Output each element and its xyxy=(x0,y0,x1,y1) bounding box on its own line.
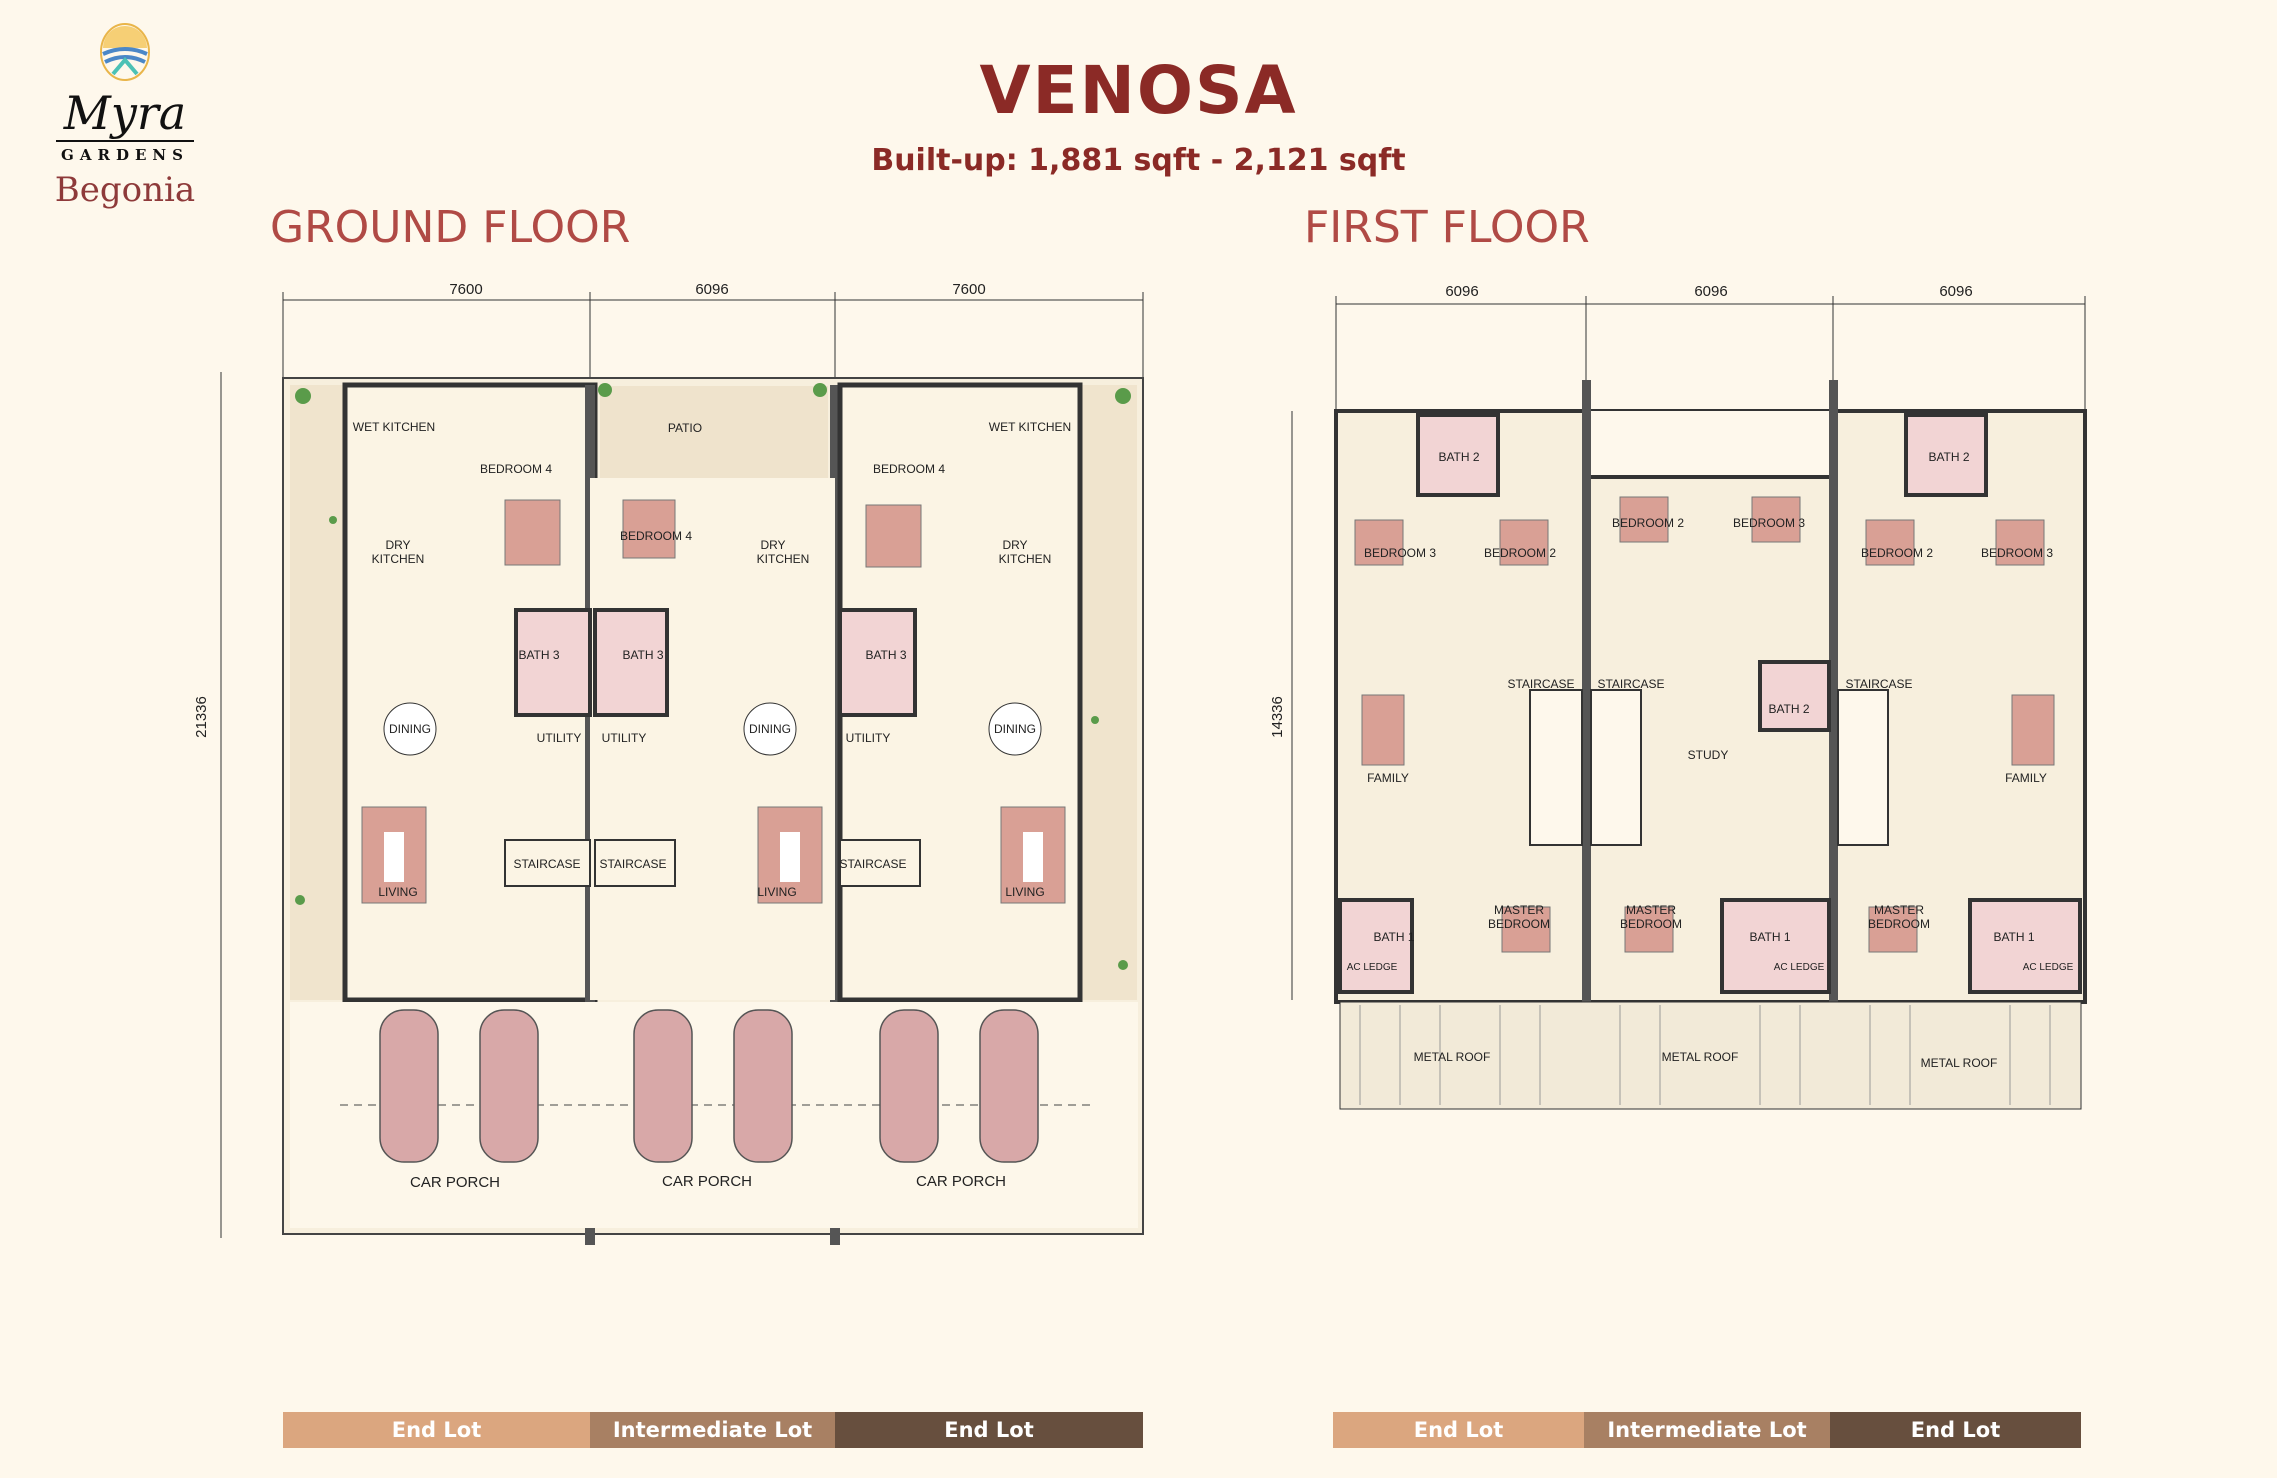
room-label: BEDROOM 2 xyxy=(1484,546,1556,560)
room-label: LIVING xyxy=(1005,885,1044,899)
room-label: WET KITCHEN xyxy=(353,420,435,434)
lot-intermediate: Intermediate Lot xyxy=(590,1412,835,1448)
room-label: DRY xyxy=(385,538,410,552)
room-label: UTILITY xyxy=(846,731,891,745)
ground-floor-lot-legend: End Lot Intermediate Lot End Lot xyxy=(283,1412,1143,1448)
room-label: BEDROOM 3 xyxy=(1981,546,2053,560)
logo-sub-brand: Begonia xyxy=(54,170,196,210)
room-label: METAL ROOF xyxy=(1662,1050,1739,1064)
room-label: STAIRCASE xyxy=(599,857,666,871)
room-label: KITCHEN xyxy=(757,552,810,566)
dim-label: 6096 xyxy=(1939,283,1972,300)
room-label: LIVING xyxy=(757,885,796,899)
dim-label: 21336 xyxy=(193,696,210,738)
room-label: UTILITY xyxy=(602,731,647,745)
room-label: STAIRCASE xyxy=(1507,677,1574,691)
first-floor-lot-legend: End Lot Intermediate Lot End Lot xyxy=(1333,1412,2081,1448)
dim-label: 7600 xyxy=(952,281,985,298)
room-label: AC LEDGE xyxy=(1347,962,1398,973)
logo-tagline: GARDENS xyxy=(61,146,189,164)
room-label: METAL ROOF xyxy=(1414,1050,1491,1064)
room-label: BATH 2 xyxy=(1438,450,1479,464)
room-label: KITCHEN xyxy=(999,552,1052,566)
first-floor-title: FIRST FLOOR xyxy=(1304,202,1590,253)
lot-intermediate: Intermediate Lot xyxy=(1584,1412,1830,1448)
room-label: BATH 2 xyxy=(1768,702,1809,716)
room-label: UTILITY xyxy=(537,731,582,745)
lot-end-left: End Lot xyxy=(283,1412,590,1448)
room-label: BEDROOM 3 xyxy=(1364,546,1436,560)
room-label: METAL ROOF xyxy=(1921,1056,1998,1070)
ground-floor-title: GROUND FLOOR xyxy=(270,202,631,253)
room-label: BEDROOM 2 xyxy=(1861,546,1933,560)
room-label: KITCHEN xyxy=(372,552,425,566)
room-label: BEDROOM xyxy=(1868,917,1930,931)
lot-end-right: End Lot xyxy=(835,1412,1143,1448)
room-label: BEDROOM xyxy=(1488,917,1550,931)
room-label: DRY xyxy=(760,538,785,552)
room-label: DINING xyxy=(389,722,431,736)
room-label: DINING xyxy=(994,722,1036,736)
dim-label: 6096 xyxy=(695,281,728,298)
room-label: FAMILY xyxy=(1367,771,1409,785)
room-label: CAR PORCH xyxy=(916,1173,1006,1190)
lot-end-right: End Lot xyxy=(1830,1412,2081,1448)
room-label: WET KITCHEN xyxy=(989,420,1071,434)
logo-brand: Myra xyxy=(63,86,187,140)
room-label: STAIRCASE xyxy=(839,857,906,871)
first-floor-labels: BATH 2 BEDROOM 3 BEDROOM 2 BEDROOM 2 BED… xyxy=(1347,450,2074,1070)
room-label: BATH 1 xyxy=(1993,930,2034,944)
room-label: BEDROOM 3 xyxy=(1733,516,1805,530)
room-label: FAMILY xyxy=(2005,771,2047,785)
room-label: CAR PORCH xyxy=(662,1173,752,1190)
dim-label: 14336 xyxy=(1269,696,1286,738)
room-label: BEDROOM 4 xyxy=(480,462,552,476)
room-label: STAIRCASE xyxy=(513,857,580,871)
room-label: DINING xyxy=(749,722,791,736)
room-label: BEDROOM 2 xyxy=(1612,516,1684,530)
room-label: BATH 2 xyxy=(1928,450,1969,464)
dim-label: 7600 xyxy=(449,281,482,298)
room-label: AC LEDGE xyxy=(2023,962,2074,973)
room-label: BEDROOM 4 xyxy=(873,462,945,476)
room-label: STAIRCASE xyxy=(1845,677,1912,691)
lot-end-left: End Lot xyxy=(1333,1412,1584,1448)
room-label: BATH 1 xyxy=(1373,930,1414,944)
ground-floor-plan: 7600 6096 7600 21336 xyxy=(193,281,1144,1245)
page-title: VENOSA xyxy=(979,52,1298,129)
room-label: CAR PORCH xyxy=(410,1174,500,1191)
room-label: STUDY xyxy=(1688,748,1729,762)
dim-label: 6096 xyxy=(1445,283,1478,300)
room-label: BEDROOM xyxy=(1620,917,1682,931)
built-up-area: Built-up: 1,881 sqft - 2,121 sqft xyxy=(871,143,1406,178)
room-label: BEDROOM 4 xyxy=(620,529,692,543)
room-label: BATH 3 xyxy=(865,648,906,662)
room-label: MASTER xyxy=(1874,903,1924,917)
room-label: DRY xyxy=(1002,538,1027,552)
room-label: MASTER xyxy=(1626,903,1676,917)
room-label: BATH 3 xyxy=(622,648,663,662)
ground-floor-labels: WET KITCHEN BEDROOM 4 DRY KITCHEN BATH 3… xyxy=(353,420,1071,1191)
sun-emblem-icon xyxy=(100,23,150,81)
first-floor-plan: 6096 6096 6096 14336 xyxy=(1269,283,2087,1110)
room-label: PATIO xyxy=(668,421,702,435)
room-label: AC LEDGE xyxy=(1774,962,1825,973)
logo-divider xyxy=(56,140,194,142)
room-label: BATH 3 xyxy=(518,648,559,662)
room-label: MASTER xyxy=(1494,903,1544,917)
room-label: STAIRCASE xyxy=(1597,677,1664,691)
logo: Myra GARDENS Begonia xyxy=(50,22,200,210)
room-label: BATH 1 xyxy=(1749,930,1790,944)
dim-label: 6096 xyxy=(1694,283,1727,300)
room-label: LIVING xyxy=(378,885,417,899)
